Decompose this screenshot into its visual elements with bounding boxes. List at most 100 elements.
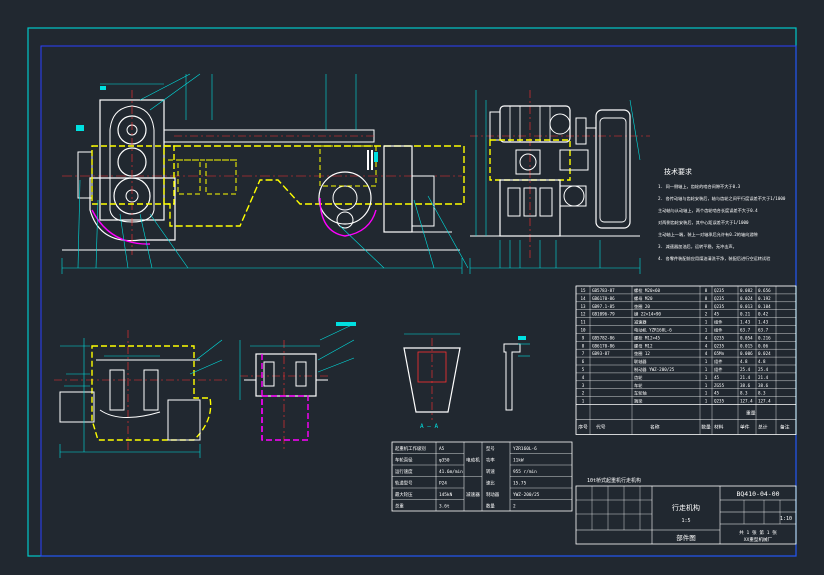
detail-view-left bbox=[54, 330, 230, 458]
parts-cell: 0.082 bbox=[740, 288, 753, 293]
parts-cell: 1 bbox=[705, 359, 708, 364]
parts-cell: Q235 bbox=[714, 288, 725, 293]
parts-cell: 8.3 bbox=[758, 391, 766, 396]
parts-cell: GB5783-87 bbox=[592, 288, 615, 293]
parts-cell: 4 bbox=[582, 375, 585, 380]
parts-cell: 螺栓 M20×60 bbox=[634, 287, 661, 294]
parts-cell: 45 bbox=[714, 375, 720, 380]
parts-cell: 4.8 bbox=[740, 359, 748, 364]
section-label: A — A bbox=[420, 423, 438, 430]
parts-cell: 45 bbox=[714, 391, 720, 396]
parts-cell: 65Mn bbox=[714, 351, 725, 356]
parts-cell: 21.4 bbox=[758, 375, 769, 380]
spec-value: 11kW bbox=[513, 458, 524, 464]
parts-header: 名称 bbox=[650, 424, 660, 431]
parts-cell: 0.42 bbox=[758, 312, 769, 317]
parts-cell: 11 bbox=[580, 320, 586, 325]
spec-label: 轨道型号 bbox=[395, 480, 413, 487]
spec-label: 车轮直径 bbox=[395, 457, 413, 464]
parts-cell: 端梁 bbox=[634, 398, 643, 405]
parts-cell: 9 bbox=[582, 335, 585, 340]
section-a-a: A — A bbox=[403, 333, 461, 430]
parts-header: 单件 bbox=[740, 424, 750, 431]
view-a bbox=[503, 336, 530, 411]
spec-value: A5 bbox=[439, 446, 445, 452]
part-name: 部件图 bbox=[676, 533, 696, 542]
parts-cell: 减速器 bbox=[634, 319, 647, 326]
parts-cell: 制动器 YWZ-200/25 bbox=[634, 366, 675, 373]
parts-cell: 12 bbox=[580, 312, 586, 317]
parts-cell: 38.6 bbox=[758, 383, 769, 388]
parts-header: 数量 bbox=[701, 424, 711, 431]
parts-cell: ZG55 bbox=[714, 383, 725, 388]
tech-req-line: 2. 各传动轴与齿轮安装后，轴与齿轮之间平行度误差不大于1/1000 bbox=[658, 195, 786, 202]
parts-cell: 8 bbox=[705, 296, 708, 301]
side-view bbox=[469, 90, 650, 274]
parts-cell: 1 bbox=[705, 391, 708, 396]
parts-cell: Q235 bbox=[714, 304, 725, 309]
parts-cell: 电动机 YZR160L-6 bbox=[634, 327, 672, 334]
parts-cell: 组件 bbox=[714, 366, 722, 373]
spec-group-motor: 电动机 bbox=[466, 456, 480, 463]
parts-cell: 组件 bbox=[714, 319, 722, 326]
spec-label: 型号 bbox=[486, 445, 495, 452]
spec-label: 运行速度 bbox=[395, 468, 413, 475]
spec-value: 15.75 bbox=[513, 481, 527, 487]
parts-cell: 螺母 M20 bbox=[634, 295, 653, 302]
parts-cell: Q235 bbox=[714, 335, 725, 340]
parts-cell: GB93-87 bbox=[592, 351, 610, 356]
title-subtitle: 1:5 bbox=[681, 518, 690, 524]
parts-cell: 垫圈 20 bbox=[634, 303, 650, 310]
parts-weight-header: 重量 bbox=[746, 410, 756, 417]
inner-frame bbox=[40, 45, 797, 557]
spec-group-reducer: 减速器 bbox=[466, 491, 480, 498]
parts-cell: 0.006 bbox=[740, 351, 753, 356]
parts-cell: 1.43 bbox=[740, 320, 751, 325]
parts-cell: 车轮 bbox=[634, 382, 643, 389]
parts-cell: 0.015 bbox=[740, 343, 753, 348]
spec-value: YZR160L-6 bbox=[513, 446, 537, 452]
spec-label: 功率 bbox=[486, 457, 495, 464]
parts-cell: 1 bbox=[705, 320, 708, 325]
parts-cell: 0.06 bbox=[758, 343, 769, 348]
spec-value: 955 r/min bbox=[513, 469, 537, 475]
parts-cell: 8 bbox=[705, 304, 708, 309]
spec-value: 41.6m/min bbox=[439, 469, 463, 475]
parts-cell: 21.4 bbox=[740, 375, 751, 380]
parts-cell: 127.4 bbox=[740, 399, 753, 404]
tech-req-line: 3. 减速器加油后，运转平稳，无冲击声。 bbox=[658, 243, 737, 250]
parts-cell: 键 22×14×90 bbox=[634, 311, 661, 318]
parts-cell: 0.054 bbox=[740, 335, 753, 340]
parts-cell: 组件 bbox=[714, 327, 722, 334]
technical-requirements: 技术要求 1. 同一侧轴上，齿轮的啮合间隙不大于0.3 2. 各传动轴与齿轮安装后，… bbox=[658, 167, 786, 262]
parts-cell: 45 bbox=[714, 312, 720, 317]
parts-cell: 127.4 bbox=[758, 399, 771, 404]
parts-cell: 25.4 bbox=[758, 367, 769, 372]
school: XX重型机械厂 bbox=[744, 536, 773, 543]
parts-cell: 0.013 bbox=[740, 304, 753, 309]
spec-value: 2 bbox=[513, 504, 516, 510]
spec-value: 145kN bbox=[439, 492, 453, 498]
parts-cell: 1 bbox=[705, 383, 708, 388]
tech-req-line: 1. 同一侧轴上，齿轮的啮合间隙不大于0.3 bbox=[658, 183, 741, 190]
parts-cell: 车轮轴 bbox=[634, 390, 647, 397]
parts-cell: GB6170-86 bbox=[592, 296, 615, 301]
tech-req-heading: 技术要求 bbox=[664, 167, 692, 176]
parts-cell: 2 bbox=[582, 391, 585, 396]
parts-cell: 6 bbox=[582, 359, 585, 364]
parts-cell: 联轴器 bbox=[634, 358, 647, 365]
parts-cell: 8 bbox=[582, 343, 585, 348]
parts-cell: 0.104 bbox=[758, 304, 771, 309]
parts-cell: 4.8 bbox=[758, 359, 766, 364]
parts-cell: 3 bbox=[582, 383, 585, 388]
parts-cell: 0.024 bbox=[740, 296, 753, 301]
spec-value: P24 bbox=[439, 481, 447, 487]
parts-cell: 0.216 bbox=[758, 335, 771, 340]
parts-cell: Q235 bbox=[714, 296, 725, 301]
parts-cell: 15 bbox=[580, 288, 586, 293]
